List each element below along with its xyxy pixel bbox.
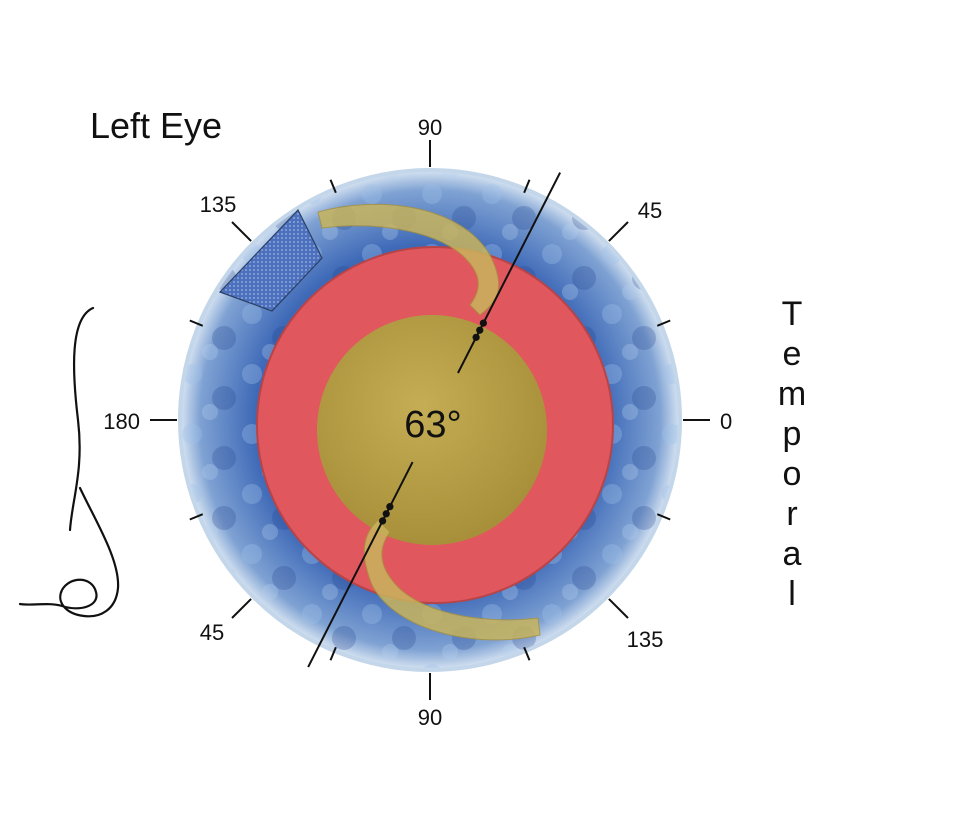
axis-marker-dot — [472, 333, 480, 341]
incision-patch-icon — [218, 208, 323, 312]
axis-angle-label: 63° — [404, 404, 461, 446]
degree-label-upper-right: 45 — [638, 198, 662, 223]
degree-tick — [656, 513, 671, 521]
degree-tick — [523, 179, 531, 194]
degree-label-upper-left: 135 — [200, 192, 237, 217]
degree-label-left: 180 — [103, 409, 140, 434]
degree-tick — [231, 598, 252, 619]
degree-tick — [523, 646, 531, 661]
axis-marker-dot — [479, 319, 487, 327]
axis-marker-dot — [476, 326, 484, 334]
axis-markers — [379, 319, 487, 525]
degree-ticks — [150, 140, 710, 700]
axis-marker-dot — [386, 503, 394, 511]
degree-label-bottom: 90 — [418, 705, 442, 730]
degree-tick — [189, 319, 204, 327]
degree-tick — [189, 513, 204, 521]
degree-tick — [656, 319, 671, 327]
degree-label-top: 90 — [418, 115, 442, 140]
degree-tick — [329, 179, 337, 194]
degree-tick — [231, 221, 252, 242]
iol-optic — [317, 315, 547, 545]
nose-outline-icon — [18, 306, 120, 618]
iol-haptics — [317, 203, 541, 641]
degree-label-lower-right: 135 — [627, 627, 664, 652]
degree-tick — [608, 221, 629, 242]
degree-tick — [329, 646, 337, 661]
degree-tick — [608, 598, 629, 619]
axis-marker-dot — [379, 517, 387, 525]
degree-label-lower-left: 45 — [200, 620, 224, 645]
degree-label-right: 0 — [720, 409, 732, 434]
eye-title: Left Eye — [90, 105, 222, 146]
axis-marker-dot — [382, 510, 390, 518]
